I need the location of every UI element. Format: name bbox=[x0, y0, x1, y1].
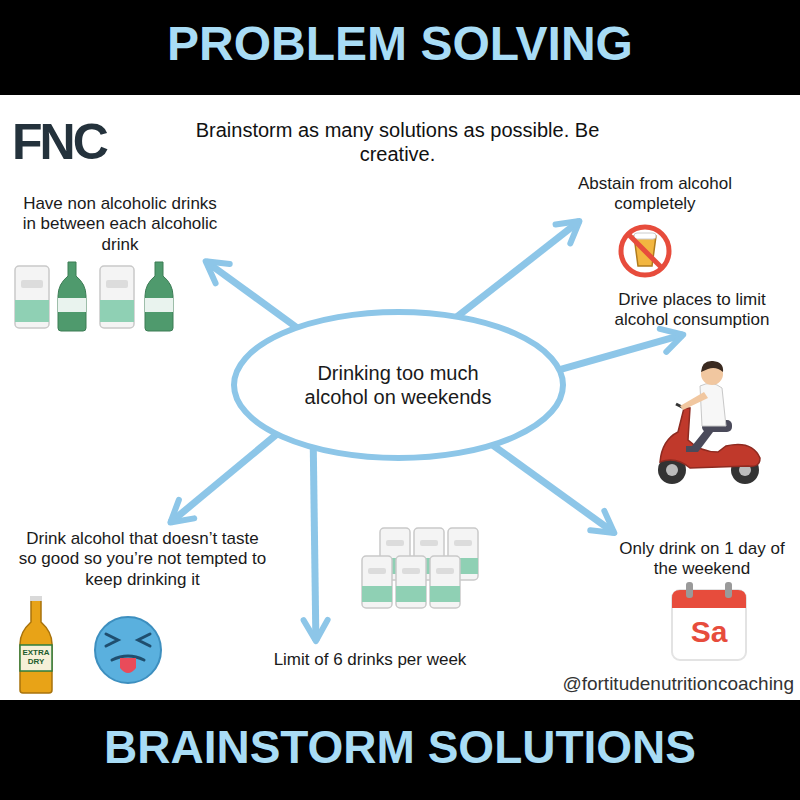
arrow-connector bbox=[457, 221, 580, 317]
prohibition-ring bbox=[621, 227, 669, 275]
bottle-label bbox=[145, 298, 173, 312]
hub bbox=[666, 464, 678, 476]
can-logo bbox=[454, 540, 472, 546]
bottle-label bbox=[58, 298, 86, 312]
node-text: Have non alcoholic drinks in between eac… bbox=[22, 194, 218, 255]
node-text: Only drink on 1 day of the weekend bbox=[614, 539, 790, 580]
banner-heading: BRAINSTORM SOLUTIONS bbox=[0, 724, 800, 770]
arrow-connector bbox=[492, 445, 614, 533]
prohibition-slash bbox=[628, 234, 662, 268]
solution-text: Drink alcohol that doesn’t taste so good… bbox=[15, 527, 270, 592]
solution-text: Have non alcoholic drinks in between eac… bbox=[20, 192, 220, 257]
calendar-ring bbox=[686, 582, 693, 598]
shirt bbox=[700, 383, 726, 426]
can bbox=[15, 266, 49, 328]
instruction-text: Brainstorm as many solutions as possible… bbox=[190, 118, 605, 166]
bottle-cap bbox=[30, 596, 42, 601]
hair bbox=[701, 361, 723, 372]
arrow-connector bbox=[559, 335, 683, 370]
node-text: Abstain from alcohol completely bbox=[572, 174, 738, 215]
logo: FNC bbox=[12, 112, 137, 172]
eye bbox=[106, 634, 118, 646]
node-text: Drive places to limit alcohol consumptio… bbox=[594, 290, 790, 331]
node-text: Drinking too much alcohol on weekends bbox=[288, 361, 508, 409]
eye bbox=[138, 634, 150, 646]
can-logo bbox=[106, 280, 128, 288]
can-band bbox=[430, 586, 460, 602]
calendar-icon bbox=[672, 582, 746, 660]
no-alcohol-icon bbox=[621, 227, 669, 275]
can-logo bbox=[436, 568, 454, 574]
can-logo bbox=[420, 540, 438, 546]
arrow-connector bbox=[206, 261, 297, 327]
solution-text: Abstain from alcohol completely bbox=[570, 172, 740, 217]
node-text: Limit of 6 drinks per week bbox=[227, 650, 513, 670]
arrow-connector bbox=[313, 448, 316, 641]
foam bbox=[634, 233, 656, 239]
can-logo bbox=[368, 568, 386, 574]
solution-text: Limit of 6 drinks per week bbox=[225, 648, 515, 672]
arrow-connector bbox=[170, 434, 276, 522]
can-band bbox=[362, 586, 392, 602]
bottle-label bbox=[20, 645, 52, 671]
calendar-ring bbox=[725, 582, 732, 598]
can-logo bbox=[21, 280, 43, 288]
can-band bbox=[15, 300, 49, 322]
banner-heading: PROBLEM SOLVING bbox=[0, 20, 800, 68]
node-text: Drink alcohol that doesn’t taste so good… bbox=[17, 529, 268, 590]
solution-text: Drive places to limit alcohol consumptio… bbox=[592, 288, 792, 333]
bottom-band bbox=[0, 700, 800, 800]
calendar-day: Sa bbox=[672, 614, 746, 650]
arm bbox=[680, 392, 708, 410]
can bbox=[430, 556, 460, 608]
can-logo bbox=[386, 540, 404, 546]
problem-ellipse: Drinking too much alcohol on weekends bbox=[231, 309, 566, 461]
calendar-header bbox=[672, 590, 746, 608]
can bbox=[362, 556, 392, 608]
calendar-page bbox=[672, 590, 746, 660]
can bbox=[396, 556, 426, 608]
sick-face bbox=[95, 617, 161, 683]
bottle bbox=[145, 262, 173, 331]
face bbox=[95, 617, 161, 683]
bottle-label-text: EXTRA DRY bbox=[20, 649, 52, 667]
beer-bottle bbox=[20, 596, 52, 693]
can bbox=[100, 266, 134, 328]
ellipse-outline bbox=[231, 309, 566, 461]
solution-text: Only drink on 1 day of the weekend bbox=[612, 537, 792, 582]
bottle bbox=[58, 262, 86, 331]
ellipse-shape bbox=[234, 312, 563, 458]
drinks-row bbox=[15, 262, 173, 331]
tongue bbox=[120, 658, 136, 673]
can-band bbox=[396, 586, 426, 602]
bottle-body bbox=[20, 598, 52, 693]
top-band bbox=[0, 0, 800, 95]
six-cans bbox=[362, 528, 478, 608]
handle-watermark: @fortitudenutritioncoaching bbox=[480, 673, 794, 696]
scooter-rider bbox=[658, 361, 760, 484]
can-logo bbox=[402, 568, 420, 574]
can-band bbox=[100, 300, 134, 322]
